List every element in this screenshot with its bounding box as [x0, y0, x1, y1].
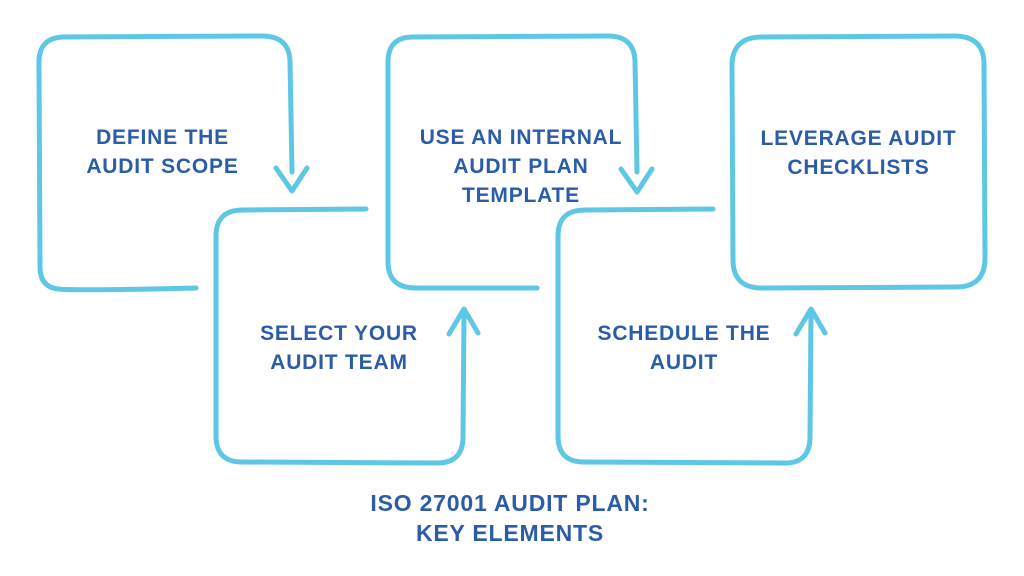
step-label-select-audit-team: SELECT YOUR AUDIT TEAM [260, 322, 418, 374]
step-label-leverage-audit-checklists: LEVERAGE AUDIT CHECKLISTS [760, 127, 957, 179]
diagram-title: ISO 27001 AUDIT PLAN: KEY ELEMENTS [370, 490, 650, 546]
step-box-select-audit-team [213, 206, 481, 466]
arrow-head-up-4-to-5-icon [793, 306, 828, 337]
step-box-define-audit-scope [36, 33, 310, 293]
arrow-head-down-3-to-4-icon [618, 166, 655, 195]
step-box-schedule-audit [555, 206, 828, 466]
step-box-internal-audit-plan-template [385, 33, 655, 291]
box-outline-internal-audit-plan-template [385, 33, 640, 291]
arrow-head-down-1-to-2-icon [273, 165, 310, 194]
arrow-head-up-2-to-3-icon [446, 306, 481, 337]
step-label-internal-audit-plan-template: USE AN INTERNAL AUDIT PLAN TEMPLATE [419, 126, 623, 207]
step-box-leverage-audit-checklists [729, 33, 988, 291]
step-label-define-audit-scope: DEFINE THE AUDIT SCOPE [86, 126, 239, 178]
box-outline-define-audit-scope [36, 33, 295, 293]
box-outline-schedule-audit [555, 206, 814, 466]
step-label-schedule-audit: SCHEDULE THE AUDIT [597, 322, 771, 374]
box-outline-leverage-audit-checklists [729, 33, 988, 291]
box-outline-select-audit-team [213, 206, 467, 466]
